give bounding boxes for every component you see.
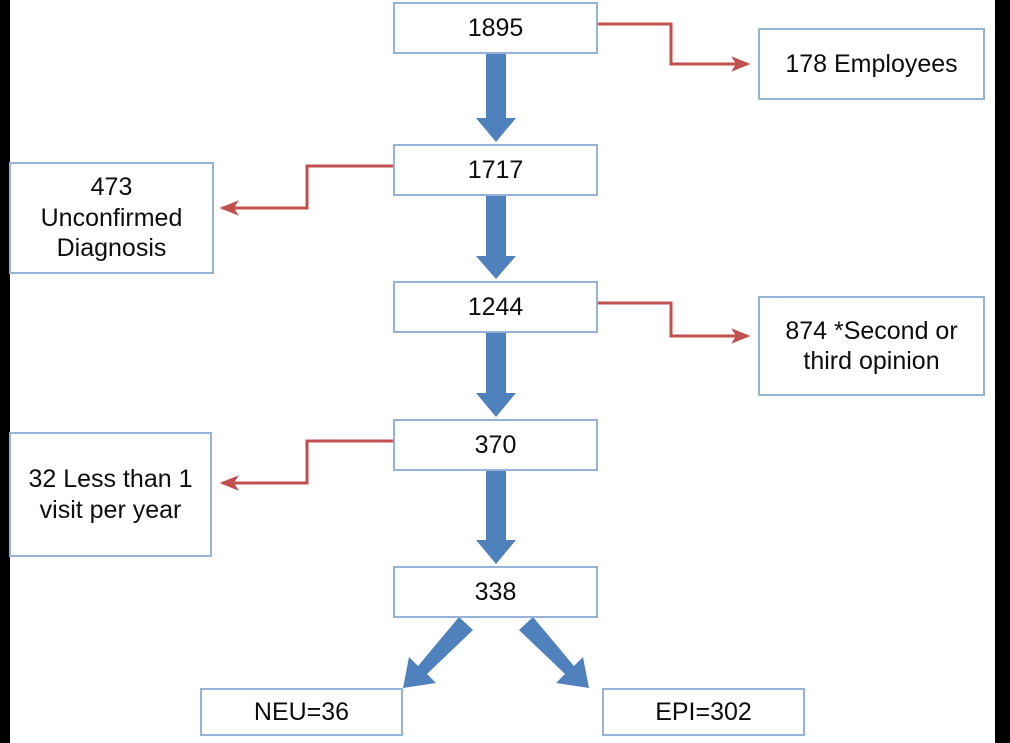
outcome-label: NEU=36	[253, 697, 350, 726]
split-arrow-left	[403, 617, 473, 688]
exclusion-line: Unconfirmed	[40, 203, 183, 232]
exclusion-line: third opinion	[803, 347, 940, 375]
flow-node-1895[interactable]: 1895	[393, 2, 598, 54]
exclusion-line: 32 Less than 1	[28, 465, 193, 493]
flow-node-label: 370	[474, 430, 517, 459]
flow-node-label: 338	[474, 577, 517, 606]
down-arrow-n2-n3	[476, 196, 516, 279]
split-arrow-right	[519, 617, 589, 688]
flow-node-label: 1717	[467, 155, 524, 184]
exclusion-line: visit per year	[39, 495, 182, 524]
exclusion-connector-n1-s1	[598, 22, 751, 72]
flow-node-370[interactable]: 370	[393, 419, 598, 471]
down-arrow-n1-n2	[476, 54, 516, 142]
flow-node-338[interactable]: 338	[393, 566, 598, 618]
exclusion-connector-n2-s2	[219, 164, 393, 216]
exclusion-line: 178 Employees	[785, 49, 958, 78]
flow-node-1717[interactable]: 1717	[393, 144, 598, 196]
down-arrow-n3-n4	[476, 333, 516, 417]
flow-node-1244[interactable]: 1244	[393, 281, 598, 333]
exclusion-connector-n4-s4	[219, 439, 393, 491]
exclusion-box-employees[interactable]: 178 Employees	[758, 28, 985, 100]
exclusion-box-less-than-one-visit[interactable]: 32 Less than 1 visit per year	[9, 432, 212, 557]
exclusion-line: 473	[90, 173, 133, 202]
outcome-box-neu[interactable]: NEU=36	[200, 688, 403, 736]
exclusion-line: Diagnosis	[56, 234, 167, 263]
exclusion-box-second-or-third-opinion[interactable]: 874 *Second or third opinion	[758, 296, 985, 396]
flow-node-label: 1895	[467, 13, 524, 42]
flow-node-label: 1244	[467, 292, 524, 321]
outcome-label: EPI=302	[655, 697, 752, 726]
down-arrow-n4-n5	[476, 471, 516, 564]
exclusion-connector-n3-s3	[598, 301, 751, 344]
exclusion-box-unconfirmed-diagnosis[interactable]: 473 Unconfirmed Diagnosis	[9, 162, 214, 274]
flowchart-canvas: 1895 1717 1244 370 338 178 Employees 473…	[9, 0, 995, 743]
exclusion-line: 874 *Second or	[785, 316, 958, 345]
outcome-box-epi[interactable]: EPI=302	[602, 688, 805, 736]
